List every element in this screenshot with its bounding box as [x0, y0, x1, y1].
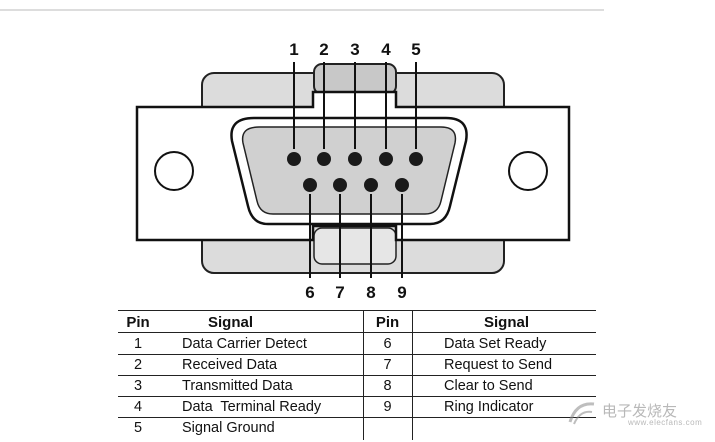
table-header-rule	[118, 332, 596, 333]
pin-number-label: 9	[397, 283, 406, 300]
mounting-hole-right	[508, 151, 548, 191]
pin-number-label: 2	[319, 40, 328, 59]
signal-name: Data Terminal Ready	[182, 399, 322, 415]
pin-number-label: 5	[411, 40, 420, 59]
signal-name: Signal Ground	[182, 420, 275, 436]
pin-socket	[379, 152, 393, 166]
pin-socket	[364, 178, 378, 192]
pin-number: 2	[133, 357, 143, 373]
header-signal-right: Signal	[484, 314, 530, 331]
pin-socket	[287, 152, 301, 166]
pin-number-label: 1	[289, 40, 298, 59]
row-rule	[118, 417, 596, 418]
pin-number-label: 3	[350, 40, 359, 59]
watermark-logo: 电子发烧友 www.elecfans.com	[566, 398, 706, 428]
row-rule	[118, 354, 596, 355]
pin-number-label: 4	[381, 40, 391, 59]
pin-number-labels: 1 2 3 4 5 6 7 8 9	[289, 40, 420, 300]
watermark-emblem-icon	[568, 402, 595, 425]
row-rule	[118, 375, 596, 376]
signal-name: Clear to Send	[444, 378, 533, 394]
pin-number-label: 6	[305, 283, 314, 300]
mounting-hole-left	[154, 151, 194, 191]
watermark-text: 电子发烧友	[602, 402, 678, 420]
table-top-rule	[118, 310, 596, 311]
pin-socket	[348, 152, 362, 166]
pin-socket	[317, 152, 331, 166]
header-pin-left: Pin	[126, 314, 150, 331]
pin-number: 8	[383, 378, 392, 394]
pin-number: 7	[383, 357, 392, 373]
pin-number: 4	[133, 399, 143, 415]
pin-number-label: 8	[366, 283, 375, 300]
pin-socket	[303, 178, 317, 192]
header-signal-left: Signal	[208, 314, 254, 331]
pin-socket	[333, 178, 347, 192]
pin-socket	[409, 152, 423, 166]
pin-number-label: 7	[335, 283, 344, 300]
pin-number: 5	[133, 420, 143, 436]
signal-name: Data Carrier Detect	[182, 336, 307, 352]
signal-name: Transmitted Data	[182, 378, 293, 394]
signal-name: Request to Send	[444, 357, 553, 373]
db9-connector-diagram: 1 2 3 4 5 6 7 8 9	[0, 9, 604, 300]
watermark-url: www.elecfans.com	[628, 418, 703, 427]
row-rule	[118, 396, 596, 397]
pin-number: 6	[383, 336, 392, 352]
pin-number: 9	[383, 399, 392, 415]
header-pin-right: Pin	[375, 314, 400, 331]
pin-leader-lines	[293, 62, 417, 278]
signal-name: Ring Indicator	[444, 399, 534, 415]
pin-socket	[395, 178, 409, 192]
connector-insert	[241, 126, 457, 215]
signal-name: Data Set Ready	[444, 336, 547, 352]
pin-number: 3	[133, 378, 143, 394]
pin-sockets	[287, 152, 423, 192]
signal-name: Received Data	[182, 357, 278, 373]
pin-number: 1	[133, 336, 143, 352]
